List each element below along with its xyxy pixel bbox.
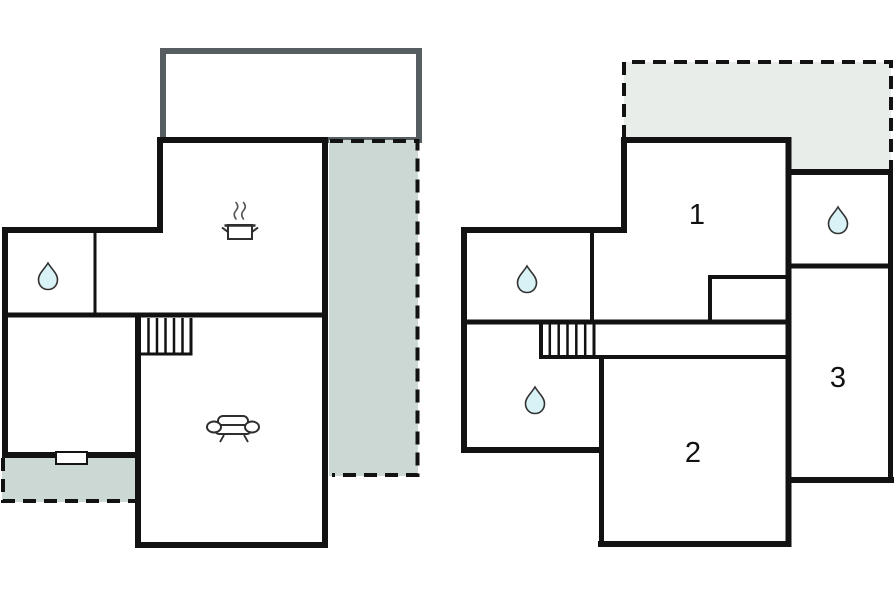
water-drop-icon: [827, 205, 849, 235]
room-1-label: 1: [689, 199, 705, 231]
ground-floor-plan: [1, 48, 422, 548]
terrace-door-opening: [55, 451, 88, 465]
side-terrace: [329, 140, 418, 476]
side-terrace-dashed-border: [330, 139, 420, 477]
water-drop-icon: [37, 261, 59, 291]
room-2-label: 2: [685, 437, 701, 469]
stairs: [138, 318, 193, 356]
upper-floor-plan: 1 2 3: [461, 60, 894, 547]
stairs: [539, 322, 596, 356]
water-drop-icon: [524, 385, 546, 415]
stair-treads: [548, 324, 587, 355]
cooking-pot-icon: [221, 201, 259, 240]
sofa-icon: [206, 415, 260, 443]
back-terrace-dashed-border: [1, 458, 135, 503]
water-drop-icon: [516, 264, 538, 294]
stair-treads: [147, 318, 184, 353]
room-3-label: 3: [830, 362, 846, 394]
roof-terrace: [624, 62, 891, 172]
annex-room: [160, 48, 422, 143]
